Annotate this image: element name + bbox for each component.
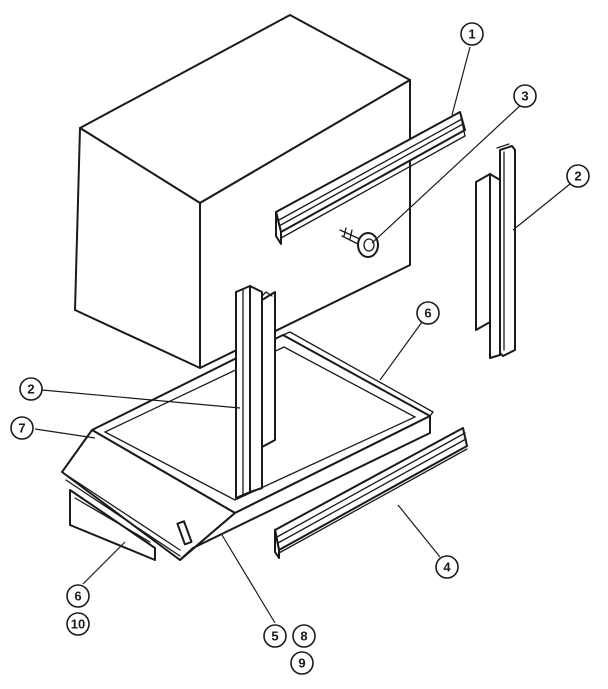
callout-5-label: 5 xyxy=(271,629,278,644)
callout-5: 5 xyxy=(263,624,287,648)
leader-7 xyxy=(34,428,96,439)
callout-2-right-label: 2 xyxy=(574,169,581,184)
callout-6-bottom-label: 6 xyxy=(74,589,81,604)
callout-7: 7 xyxy=(10,416,34,440)
leader-lines xyxy=(34,46,571,624)
leader-5 xyxy=(221,534,276,624)
callout-9-label: 9 xyxy=(298,656,305,671)
leader-2-right xyxy=(512,183,571,231)
callout-2-right: 2 xyxy=(566,164,590,188)
side-channel-right xyxy=(475,143,516,359)
leader-4 xyxy=(397,504,441,558)
leader-2-front xyxy=(41,389,241,409)
leader-3 xyxy=(371,102,524,244)
callout-3-label: 3 xyxy=(521,89,528,104)
leader-1 xyxy=(451,46,471,116)
base-right-face xyxy=(179,415,431,561)
callout-1: 1 xyxy=(460,22,484,46)
callout-9: 9 xyxy=(290,651,314,675)
callout-1-label: 1 xyxy=(468,27,475,42)
callout-6-top-label: 6 xyxy=(424,306,431,321)
screw xyxy=(339,227,379,258)
callout-6-bottom: 6 xyxy=(66,584,90,608)
side-channel-front xyxy=(235,285,276,499)
callout-10: 10 xyxy=(66,612,90,636)
trim-strip-lower xyxy=(274,427,468,559)
leader-6-top xyxy=(379,321,423,381)
callout-4-label: 4 xyxy=(443,560,451,575)
callout-2-front: 2 xyxy=(19,377,43,401)
callout-2-front-label: 2 xyxy=(27,382,34,397)
trim-strip-upper xyxy=(275,111,466,245)
base-gasket xyxy=(282,331,434,417)
callout-10-label: 10 xyxy=(71,617,85,632)
callout-3: 3 xyxy=(513,84,537,108)
leader-6-bottom xyxy=(82,541,126,585)
callout-7-label: 7 xyxy=(18,421,25,436)
callout-6-top: 6 xyxy=(416,301,440,325)
callout-8-label: 8 xyxy=(300,629,307,644)
callout-4: 4 xyxy=(435,555,459,579)
callout-8: 8 xyxy=(292,624,316,648)
